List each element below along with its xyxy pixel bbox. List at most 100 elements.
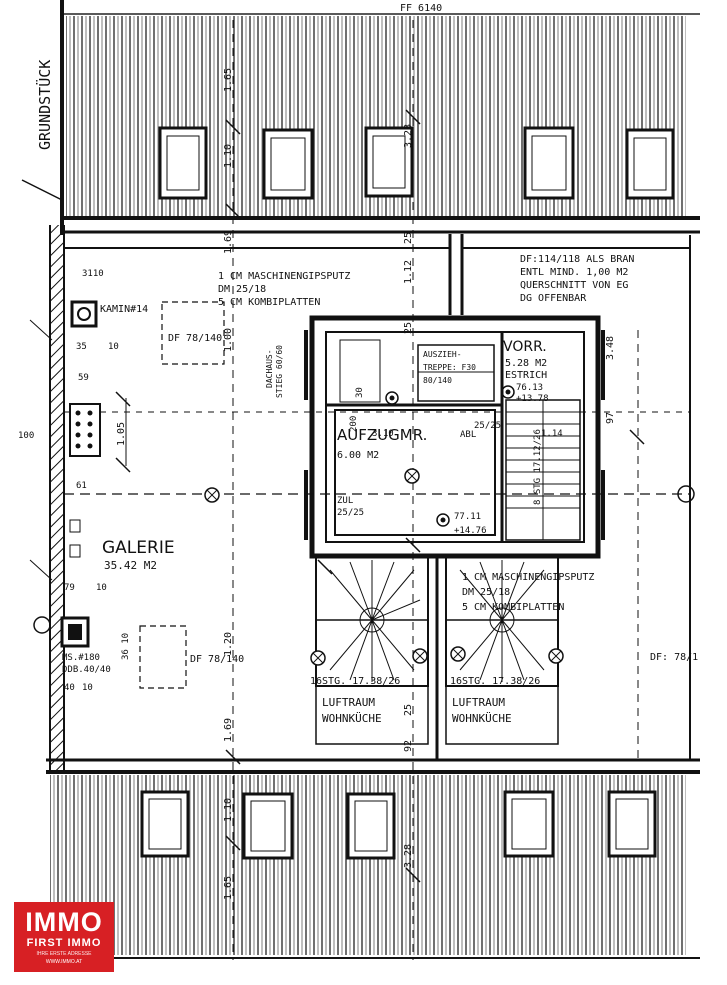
aufzug-shaft [334,409,496,536]
small-3110: 3110 [82,269,104,279]
property-line-label: GRUNDSTÜCK [35,60,54,150]
dim-169-top: 1.69 [223,230,234,254]
luftraum-left-box [315,685,429,745]
dachausstieg-line-2: STIEG 60/60 [275,345,284,398]
dim-92: 92 [403,740,414,752]
dim-25-c: 25 [403,704,414,716]
roof-window-bottom-2 [242,792,294,860]
putz-top-line-2: DM 25/18 [218,284,266,295]
dim-114: 1.14 [541,429,563,439]
dim-110-bottom: 1.10 [223,798,234,822]
roof-window-top-2 [262,128,314,200]
light-fixture-1 [204,487,220,503]
df-right-label: DF: 78/1 [650,652,698,663]
auszieh-line-3: 80/140 [423,376,452,385]
dim-310: 3.10 [372,429,394,439]
dim-25-a: 25 [403,232,414,244]
dim-120: 1.20 [223,632,234,656]
dim-112: 1.12 [403,260,414,284]
elev2-line-1: 76.13 [516,383,543,393]
putz-top-line-1: 1 CM MASCHINENGIPSPUTZ [218,271,350,282]
chimney-bottom [60,616,90,648]
roof-window-bottom-1 [140,790,190,858]
aufzug-name: AUFZUGMR. [337,426,427,444]
dim-328-bottom: 3.28 [403,844,414,868]
dim-tick-4 [225,749,241,765]
dim-tick-10 [629,429,645,445]
elev1-line-1: 77.11 [454,512,481,522]
small-40: 40 [64,683,75,693]
elev2-line-2: +13.78 [516,394,549,404]
vent-block [69,403,101,457]
df-note-line-3: QUERSCHNITT VON EG [520,280,628,291]
socket-2 [501,385,515,399]
roof-window-bottom-3 [346,792,396,860]
vorr-name: VORR. [503,339,547,355]
luftraum-right-line-2: WOHNKÜCHE [452,712,512,725]
socket-1 [436,513,450,527]
dim-200: 200 [349,416,359,432]
putz-mid-line-3: 5 CM KOMBIPLATTEN [462,602,564,613]
auszieh-line-1: AUSZIEH- [423,350,462,359]
luftraum-right-line-1: LUFTRAUM [452,696,505,709]
dim-tick-8 [115,391,131,407]
small-10c: 10 [82,683,93,693]
dim-30: 30 [355,387,365,398]
roof-window-top-1 [158,126,208,200]
kamin-label: KAMIN#14 [100,304,148,315]
dim-348: 3.48 [605,336,616,360]
df-window-top-dashed [161,301,225,365]
small-10a: 10 [108,342,119,352]
small-35: 35 [76,342,87,352]
core-inner [325,331,585,543]
dim-110-top: 1.10 [223,144,234,168]
small-100: 100 [18,431,34,441]
logo-sub: FIRST IMMO [26,937,102,949]
roof-window-top-4 [523,126,575,200]
spiral-stair-left [315,555,429,687]
logo-url: WWW.IMMO.AT [45,959,83,965]
dim-100: 1.00 [223,328,234,352]
abl-line-1: ABL [460,430,476,440]
dim-169-bottom: 1.69 [223,718,234,742]
small-59: 59 [78,373,89,383]
light-fixture-3 [310,650,326,666]
putz-top-line-3: 5 CM KOMBIPLATTEN [218,297,320,308]
dim-328-top: 3.28 [403,124,414,148]
roof-window-bottom-4 [503,790,555,858]
dim-tick-5 [225,835,241,851]
dim-tick-6 [405,867,421,883]
luftraum-right-box [445,685,559,745]
light-fixture-6 [548,648,564,664]
small-3610: 36 10 [121,633,131,660]
luftraum-left-line-2: WOHNKÜCHE [322,712,382,725]
light-fixture-5 [450,646,466,662]
galerie-area: 35.42 M2 [104,559,157,572]
df-note-line-4: DG OFFENBAR [520,293,587,304]
left-symbol-ct [69,519,81,558]
dim-105: 1.05 [116,422,127,446]
roof-window-bottom-5 [607,790,657,858]
dim-tick-11 [317,559,333,575]
galerie-name: GALERIE [102,538,175,558]
abl-line-2: 25/25 [474,421,501,431]
dim-25-b: 25 [403,322,414,334]
auszieh-line-2: TREPPE: F30 [423,363,476,372]
df-note-line-1: DF:114/118 ALS BRAN [520,254,634,265]
dim-tick-3 [405,109,421,125]
light-fixture-2 [404,468,420,484]
chimney-top [70,300,98,328]
zul-line-2: 25/25 [337,508,364,518]
socket-3 [385,391,399,405]
dim-97: 97 [605,412,616,424]
small-10b: 10 [96,583,107,593]
stair-count-label: 8 STG 17.12/26 [533,429,543,505]
roof-window-top-3 [364,126,414,198]
aufzug-area: 6.00 M2 [337,450,379,461]
dim-165-top: 1.65 [223,68,234,92]
df-bottom-label: DF 78/140 [190,654,244,665]
ausziehtreppe-box [417,344,495,402]
putz-mid-line-1: 1 CM MASCHINENGIPSPUTZ [462,572,594,583]
small-79: 79 [64,583,75,593]
